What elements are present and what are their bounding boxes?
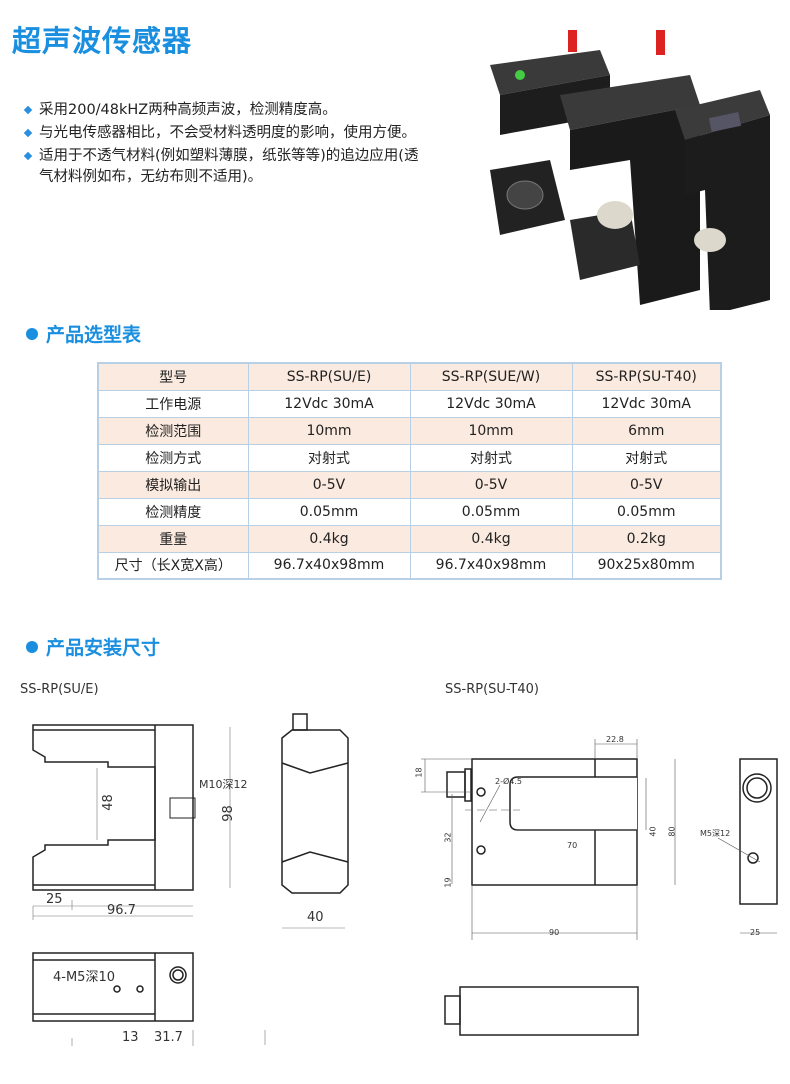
dim-label: 96.7 [107,903,136,918]
table-cell: 尺寸（长X宽X高） [97,551,249,580]
drawing-a-model: SS-RP(SU/E) [20,682,99,697]
table-cell: 90x25x80mm [571,551,722,580]
dim-label: M5深12 [700,829,731,838]
table-cell: SS-RP(SU-T40) [571,362,722,391]
table-cell: 0.05mm [571,497,722,526]
drawing-a-side [281,713,349,894]
feature-item: 与光电传感器相比，不会受材料透明度的影响，使用方便。 [25,123,425,144]
table-cell: 96.7x40x98mm [409,551,573,580]
dim-label: 19 [443,877,453,888]
table-cell: 工作电源 [97,389,249,418]
drawing-a-front [32,724,196,891]
table-cell: 对射式 [409,443,573,472]
sensor-right [675,90,770,310]
feature-item: 适用于不透气材料(例如塑料薄膜，纸张等等)的追边应用(透气材料例如布，无纺布则不… [25,146,425,188]
table-cell: 10mm [247,416,411,445]
table-cell: 0.4kg [247,524,411,553]
table-cell: 检测精度 [97,497,249,526]
dim-label: 22.8 [606,735,624,744]
drawing-b-front [444,758,778,1036]
table-cell: 96.7x40x98mm [247,551,411,580]
dim-label: 40 [307,910,324,925]
sensor-middle [560,30,700,305]
table-cell: SS-RP(SU/E) [247,362,411,391]
table-cell: 0-5V [247,470,411,499]
product-photo [490,30,770,310]
table-cell: 0.05mm [409,497,573,526]
dim-label: 70 [567,841,578,850]
feature-list: 采用200/48kHZ两种高频声波，检测精度高。 与光电传感器相比，不会受材料透… [25,100,425,190]
dim-label: 2-Ø4.5 [495,777,522,786]
table-cell: 6mm [571,416,722,445]
table-cell: 对射式 [571,443,722,472]
table-cell: 12Vdc 30mA [409,389,573,418]
bullet-dot-icon [26,327,38,340]
table-cell: 模拟输出 [97,470,249,499]
bullet-dot-icon [26,640,38,653]
drawing-b-model: SS-RP(SU-T40) [445,682,539,697]
drawing-a-bottom [32,952,194,1022]
table-row: 检测方式对射式对射式对射式 [97,443,722,472]
dim-label: 25 [750,928,761,937]
section-heading-selection: 产品选型表 [26,320,141,347]
dim-label: 80 [667,826,677,837]
dim-label: 4-M5深10 [53,970,115,985]
table-cell: 型号 [97,362,249,391]
dim-label: 31.7 [154,1030,183,1045]
dim-label: 98 [220,805,236,822]
table-cell: 0.4kg [409,524,573,553]
table-cell: 对射式 [247,443,411,472]
dim-label: 32 [443,832,453,843]
dim-label: 25 [46,892,63,907]
table-cell: 0.2kg [571,524,722,553]
dim-label: 90 [549,928,560,937]
table-cell: 0.05mm [247,497,411,526]
table-cell: 0-5V [571,470,722,499]
table-cell: 重量 [97,524,249,553]
dim-label: 48 [100,794,116,811]
feature-item: 采用200/48kHZ两种高频声波，检测精度高。 [25,100,425,121]
page-title: 超声波传感器 [12,24,193,58]
table-cell: 检测方式 [97,443,249,472]
table-cell: 12Vdc 30mA [247,389,411,418]
section-title: 产品安装尺寸 [46,637,161,659]
dim-label: 13 [122,1030,139,1045]
dimension-drawings [32,713,778,1046]
table-cell: SS-RP(SUE/W) [409,362,573,391]
dim-label: 18 [414,767,424,778]
section-heading-install: 产品安装尺寸 [26,633,160,660]
table-cell: 10mm [409,416,573,445]
dim-label: 40 [648,826,658,837]
sensor-left [490,30,610,235]
table-cell: 12Vdc 30mA [571,389,722,418]
table-cell: 检测范围 [97,416,249,445]
table-cell: 0-5V [409,470,573,499]
section-title: 产品选型表 [46,324,142,346]
dim-label: M10深12 [199,778,248,791]
